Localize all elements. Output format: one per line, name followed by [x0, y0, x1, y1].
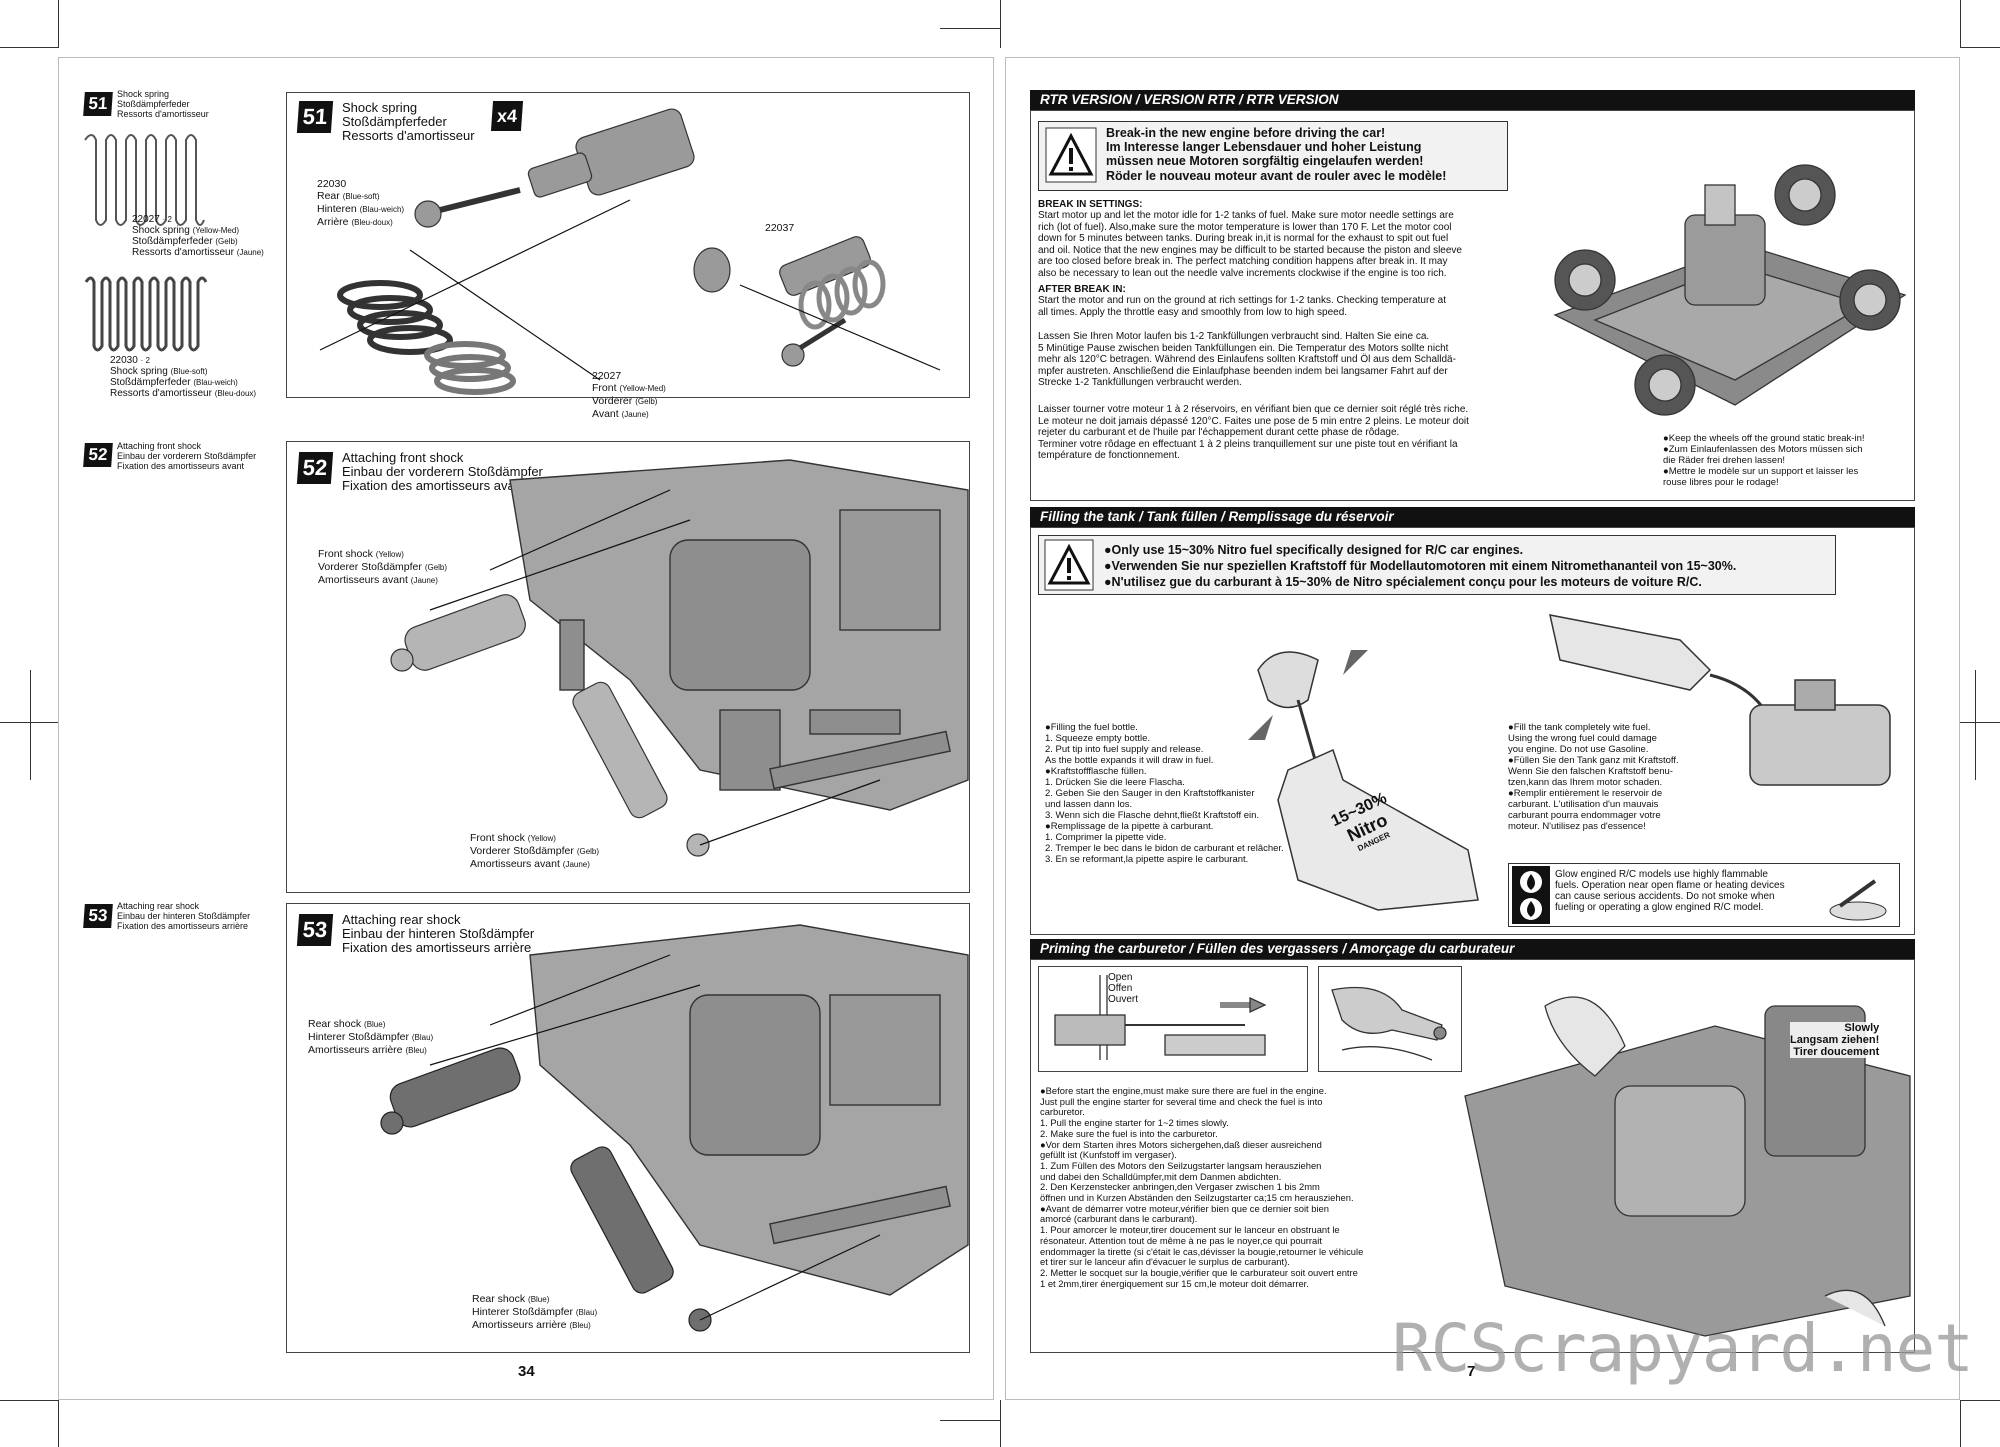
breakin-french-text: Laisser tourner votre moteur 1 à 2 réser… [1038, 404, 1469, 462]
rtr-section-frame [1030, 110, 1915, 501]
mini-step-number-51: 51 [83, 92, 113, 116]
step-53-title: Attaching rear shock Einbau der hinteren… [342, 912, 535, 955]
right-page-number: 7 [1467, 1363, 1476, 1380]
step-53-number: 53 [296, 914, 334, 946]
watermark: RCScrapyard.net [1392, 1310, 1974, 1387]
spring-blue-illustration [84, 276, 208, 352]
starter-diagram-box [1318, 966, 1462, 1072]
carburetor-diagram [1054, 975, 1267, 1060]
priming-instructions: ●Before start the engine,must make sure … [1040, 1085, 1364, 1289]
left-page-frame [58, 57, 994, 1400]
warning-triangle-icon [1045, 127, 1097, 183]
mini-step-number-52: 52 [83, 443, 113, 467]
slowly-label: Slowly Langsam ziehen! Tirer doucement [1790, 1022, 1880, 1058]
fuel-warning-box [1038, 535, 1836, 595]
mini-step-title-51: Shock spring Stoßdämpferfeder Ressorts d… [117, 89, 209, 119]
fuel-bottle-illustration [1248, 650, 1479, 911]
carburetor-diagram-box [1038, 966, 1308, 1072]
breakin-warning-text: Break-in the new engine before driving t… [1106, 126, 1447, 183]
glow-warning-box [1508, 863, 1900, 927]
breakin-warning-box [1038, 121, 1508, 191]
step-53-panel [286, 903, 970, 1353]
breakin-settings-text: Start motor up and let the motor idle fo… [1038, 210, 1462, 279]
starter-diagram [1331, 986, 1447, 1061]
priming-section-frame [1030, 959, 1915, 1353]
fill-bottle-instructions: ●Filling the fuel bottle. 1. Squeeze emp… [1045, 722, 1284, 865]
step-52-label-bottom: Front shock (Yellow) Vorderer Stoßdämpfe… [470, 832, 600, 870]
fuel-warning-text: ●Only use 15~30% Nitro fuel specifically… [1104, 543, 1737, 589]
mini-step-title-53: Attaching rear shock Einbau der hinteren… [117, 901, 251, 931]
step-51-title: Shock spring Stoßdämpferfeder Ressorts d… [342, 100, 475, 143]
rtr-header: RTR VERSION / VERSION RTR / RTR VERSION [1030, 90, 1915, 110]
front-chassis-illustration [390, 459, 969, 857]
fill-tank-section-frame [1030, 527, 1915, 935]
rc-car-chassis-illustration [1553, 164, 1907, 416]
spring-yellow-caption: 22027 · 2 Shock spring (Yellow-Med) Stoß… [132, 214, 264, 258]
step-51-part-22037: 22037 [765, 222, 795, 234]
after-breakin-text: Start the motor and run on the ground at… [1038, 295, 1446, 318]
mini-step-number-53: 53 [83, 904, 113, 928]
step-53-label-bottom: Rear shock (Blue) Hinterer Stoßdämpfer (… [472, 1293, 598, 1331]
breakin-settings-title: BREAK IN SETTINGS: [1038, 199, 1143, 210]
spring-yellow-illustration [84, 134, 205, 226]
priming-header: Priming the carburetor / Füllen des verg… [1030, 939, 1915, 959]
shock-assembly-illustration [319, 108, 941, 395]
fire-hazard-icon [1520, 871, 1542, 920]
right-page-frame [1005, 57, 1960, 1400]
step-52-title: Attaching front shock Einbau der vordere… [342, 450, 543, 493]
step-51-rear-label: 22030 Rear (Blue-soft) Hinteren (Blau-we… [317, 178, 405, 228]
left-page-number: 34 [518, 1363, 535, 1380]
step-53-label-top: Rear shock (Blue) Hinterer Stoßdämpfer (… [308, 1018, 434, 1056]
step-52-label-top: Front shock (Yellow) Vorderer Stoßdämpfe… [318, 548, 448, 586]
fuel-tank-illustration [1549, 614, 1891, 786]
fill-tank-header: Filling the tank / Tank füllen / Remplis… [1030, 507, 1915, 527]
glow-warning-text: Glow engined R/C models use highly flamm… [1555, 869, 1785, 913]
step-52-panel [286, 441, 970, 893]
breakin-german-text: Lassen Sie Ihren Motor laufen bis 1-2 Ta… [1038, 331, 1456, 389]
engine-priming-illustration [1464, 996, 1911, 1337]
after-breakin-title: AFTER BREAK IN: [1038, 284, 1126, 295]
no-smoking-illustration [1829, 879, 1887, 921]
rear-chassis-illustration [380, 924, 969, 1332]
mini-step-title-52: Attaching front shock Einbau der vordere… [117, 441, 257, 471]
fuel-warning-triangle-icon [1044, 539, 1094, 591]
fill-tank-instructions: ●Fill the tank completely wite fuel. Usi… [1508, 722, 1679, 832]
step-52-number: 52 [296, 452, 334, 484]
open-label: Open Offen Ouvert [1108, 972, 1139, 1005]
step-51-panel [286, 92, 970, 398]
spring-blue-caption: 22030 · 2 Shock spring (Blue-soft) Stoßd… [110, 355, 257, 399]
step-51-front-label: 22027 Front (Yellow-Med) Vorderer (Gelb)… [592, 370, 666, 420]
car-notes: ●Keep the wheels off the ground static b… [1663, 433, 1865, 488]
